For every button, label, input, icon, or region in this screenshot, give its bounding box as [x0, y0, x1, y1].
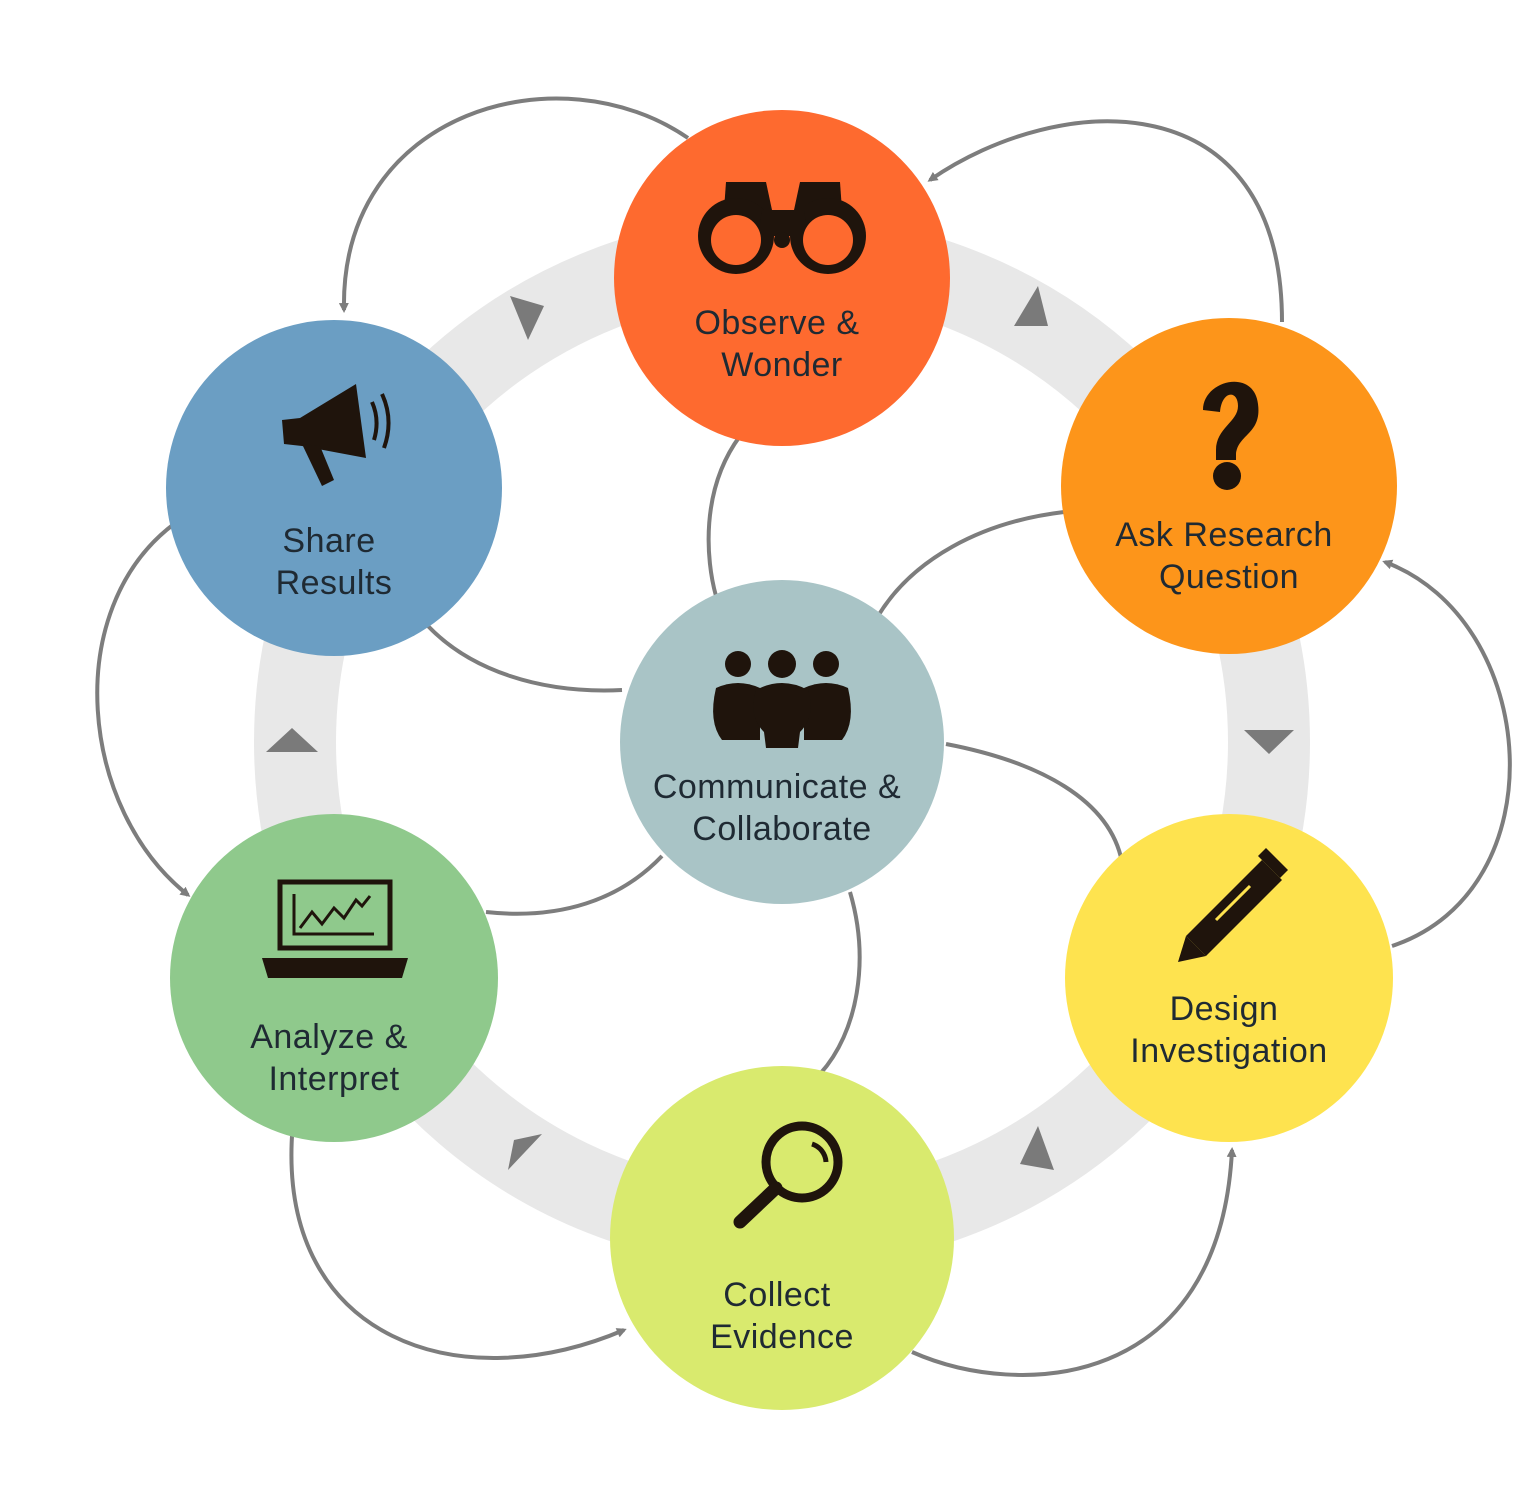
- people-group-icon: [713, 650, 851, 748]
- inner-connector-ask: [876, 510, 1065, 618]
- binoculars-icon: [698, 182, 866, 274]
- ring-arrow-collect-analyze: [508, 1134, 542, 1170]
- ring-arrow-ask-design: [1244, 730, 1294, 754]
- laptop-chart-icon: [262, 879, 408, 978]
- ring-arrow-observe-ask: [1014, 286, 1048, 326]
- outer-arrows: [95, 96, 1512, 1377]
- stage-label-analyze: Analyze & Interpret: [250, 1018, 418, 1098]
- stage-circle-observe: [614, 110, 950, 446]
- pencil-icon: [1178, 848, 1288, 962]
- stage-label-ask: Ask Research Question: [1115, 516, 1343, 596]
- inner-connector-design: [945, 742, 1124, 863]
- center-communicate-collaborate: Communicate & Collaborate: [620, 580, 944, 904]
- stage-label-observe: Observe & Wonder: [694, 304, 869, 384]
- magnifying-glass-icon: [733, 1121, 843, 1229]
- inner-connector-collect: [818, 891, 862, 1076]
- outer-arrow-collect-to-design: [911, 1147, 1237, 1377]
- outer-arrow-share-to-analyze: [95, 522, 191, 897]
- stage-collect-evidence: Collect Evidence: [610, 1066, 954, 1410]
- question-mark-icon: [1203, 381, 1259, 490]
- ring-direction-arrows: [266, 286, 1294, 1170]
- stage-observe-wonder: Observe & Wonder: [614, 110, 950, 446]
- stage-analyze-interpret: Analyze & Interpret: [170, 814, 498, 1142]
- megaphone-icon: [282, 384, 391, 486]
- ring-arrow-share-observe: [510, 296, 544, 340]
- stage-label-share: Share Results: [276, 522, 393, 602]
- outer-arrow-observe-to-share: [338, 96, 690, 313]
- inner-connector-share: [426, 624, 623, 693]
- stage-design-investigation: Design Investigation: [1065, 814, 1393, 1142]
- inner-connector-analyze: [485, 854, 664, 916]
- outer-arrow-analyze-to-collect: [289, 1135, 627, 1360]
- stage-circle-collect: [610, 1066, 954, 1410]
- inner-connectors: [426, 434, 1124, 1076]
- ring-arrow-design-collect: [1020, 1126, 1054, 1170]
- outer-arrow-ask-to-observe: [927, 119, 1284, 323]
- stage-circle-design: [1065, 814, 1393, 1142]
- stage-label-collect: Collect Evidence: [710, 1276, 854, 1356]
- stage-label-design: Design Investigation: [1130, 990, 1327, 1070]
- center-label: Communicate & Collaborate: [653, 768, 911, 848]
- stage-ask-research-question: Ask Research Question: [1061, 318, 1397, 654]
- stage-share-results: Share Results: [166, 320, 502, 656]
- outer-arrow-design-to-ask: [1382, 559, 1512, 948]
- stage-circle-share: [166, 320, 502, 656]
- inner-connector-observe: [706, 434, 742, 597]
- ring-arrow-analyze-share: [266, 728, 318, 752]
